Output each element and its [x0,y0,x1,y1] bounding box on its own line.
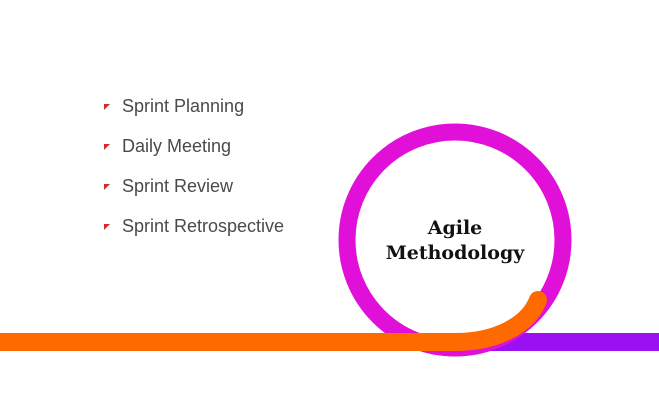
triangle-bullet-icon [104,143,110,150]
bullet-label: Daily Meeting [122,135,232,156]
list-item: Sprint Review [104,166,284,206]
list-item: Sprint Planning [104,86,284,126]
bullet-label: Sprint Review [122,175,234,196]
triangle-bullet-icon [104,223,110,230]
center-title-line-2: Methodology [385,242,525,264]
list-item: Sprint Retrospective [104,206,284,246]
diagram-center-title: Agile Methodology [380,216,530,266]
triangle-bullet-icon [104,183,110,190]
list-item: Daily Meeting [104,126,284,166]
orange-band [0,291,547,351]
bullet-label: Sprint Retrospective [122,215,285,236]
bullet-label: Sprint Planning [122,95,245,116]
center-title-line-1: Agile [427,217,483,239]
triangle-bullet-icon [104,103,110,110]
bullet-list: Sprint Planning Daily Meeting Sprint Rev… [104,86,284,246]
